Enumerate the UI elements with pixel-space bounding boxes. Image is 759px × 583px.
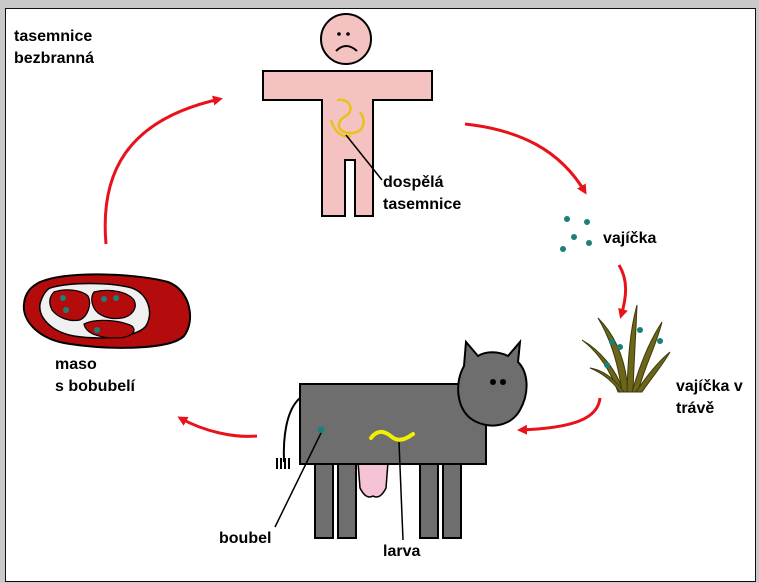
cyst-in-meat — [94, 327, 100, 333]
cyst-in-meat — [101, 296, 107, 302]
cow-leg — [338, 462, 356, 538]
label-eggs-in-grass-2: trávě — [676, 398, 714, 419]
title-line-1: tasemnice — [14, 26, 92, 47]
arrow-grass-to-cow — [520, 398, 600, 430]
egg-dot — [609, 339, 615, 345]
egg-dot — [584, 219, 590, 225]
arrow-meat-to-human — [105, 99, 220, 244]
title-line-2: bezbranná — [14, 48, 94, 69]
label-meat-1: maso — [55, 354, 97, 375]
cow-leg — [315, 462, 333, 538]
eggs-cluster — [560, 216, 592, 252]
cow-leg — [443, 462, 461, 538]
cyst-in-cow — [318, 427, 325, 434]
arrow-human-to-eggs — [465, 124, 585, 192]
label-meat-2: s bobubelí — [55, 376, 135, 397]
egg-dot — [637, 327, 643, 333]
arrow-eggs-to-grass — [619, 265, 626, 316]
cow-tail — [284, 398, 300, 462]
label-larva: larva — [383, 541, 420, 562]
egg-dot — [564, 216, 570, 222]
egg-dot — [604, 362, 610, 368]
arrow-cow-to-meat — [180, 418, 257, 436]
label-cyst: boubel — [219, 528, 271, 549]
cyst-in-meat — [113, 295, 119, 301]
label-adult-tapeworm-2: tasemnice — [383, 194, 461, 215]
egg-dot — [657, 338, 663, 344]
cow-figure — [275, 342, 527, 540]
human-head — [321, 14, 371, 64]
cyst-in-meat — [63, 307, 69, 313]
cow-eye-left — [490, 379, 496, 385]
egg-dot — [617, 344, 623, 350]
meat-steak — [24, 274, 190, 347]
label-eggs-in-grass-1: vajíčka v — [676, 376, 743, 397]
human-eye-right — [346, 32, 350, 36]
egg-dot — [560, 246, 566, 252]
egg-dot — [571, 234, 577, 240]
cyst-in-meat — [60, 295, 66, 301]
cow-udder — [358, 462, 388, 497]
label-adult-tapeworm-1: dospělá — [383, 172, 443, 193]
cow-leg — [420, 462, 438, 538]
egg-dot — [586, 240, 592, 246]
label-eggs: vajíčka — [603, 228, 656, 249]
cow-eye-right — [500, 379, 506, 385]
human-eye-left — [337, 32, 341, 36]
grass-with-eggs — [582, 305, 670, 392]
